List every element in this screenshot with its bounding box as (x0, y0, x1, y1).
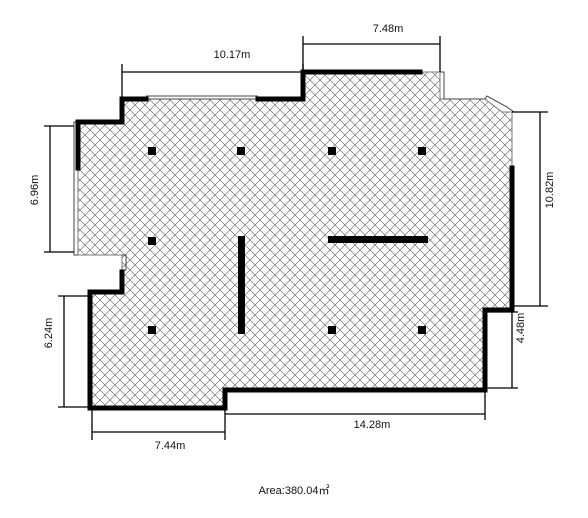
dim-top-left-width: 10.17m (214, 49, 251, 61)
column (328, 147, 336, 155)
column (148, 326, 156, 334)
thick-walls (75, 69, 515, 411)
dim-bottom-right-width: 14.28m (354, 419, 391, 431)
dim-left-upper-height: 6.96m (29, 175, 41, 206)
column (237, 147, 245, 155)
column (418, 326, 426, 334)
dim-right-height: 10.82m (544, 172, 556, 209)
column (328, 326, 336, 334)
columns (148, 147, 426, 334)
dim-right-lower-height: 4.48m (515, 313, 527, 344)
dim-top-right-width: 7.48m (373, 23, 404, 35)
interior-wall-horizontal (328, 236, 428, 243)
interior-wall-vertical (238, 236, 245, 334)
floor-area (77, 71, 513, 409)
dimension-lines (44, 36, 548, 440)
dim-left-lower-height: 6.24m (43, 318, 55, 349)
column (418, 147, 426, 155)
column (148, 237, 156, 245)
area-label: Area:380.04㎡ (258, 485, 330, 497)
dim-bottom-left-width: 7.44m (155, 440, 186, 452)
column (148, 147, 156, 155)
